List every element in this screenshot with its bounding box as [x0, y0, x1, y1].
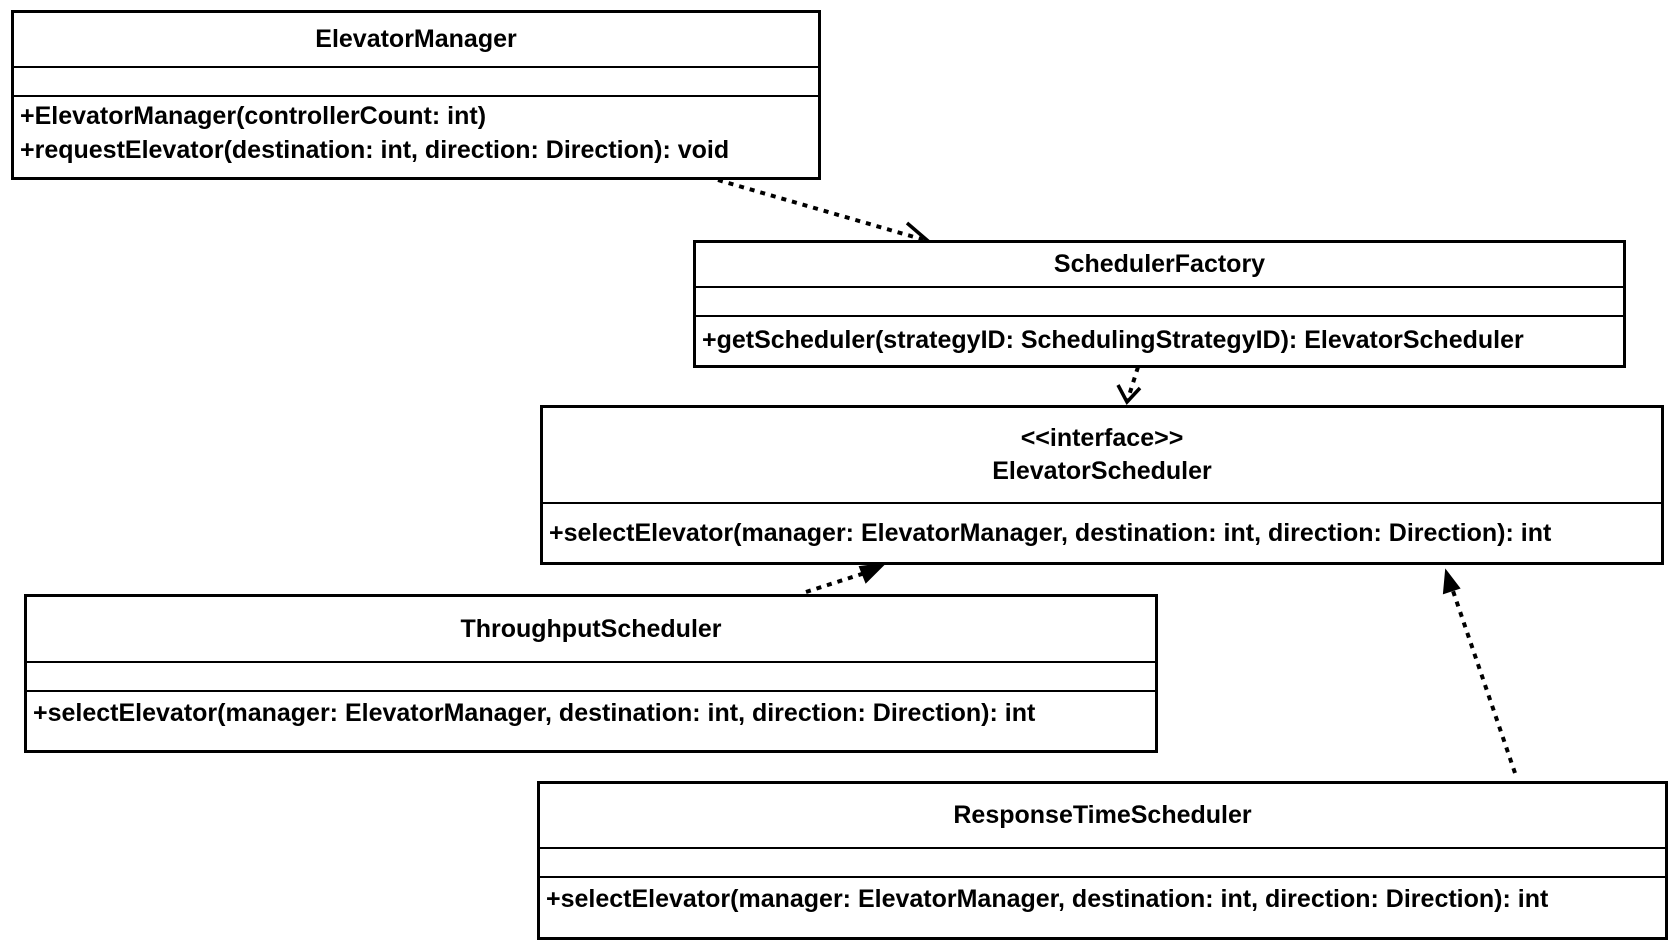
method-request-elevator: +requestElevator(destination: int, direc… — [20, 136, 730, 164]
class-throughput-scheduler[interactable]: ThroughputScheduler +selectElevator(mana… — [24, 594, 1158, 753]
methods-compartment: +selectElevator(manager: ElevatorManager… — [27, 692, 1155, 730]
open-arrowhead — [1116, 384, 1142, 405]
methods-compartment: +selectElevator(manager: ElevatorManager… — [540, 878, 1665, 916]
class-header: <<interface>> ElevatorScheduler — [543, 408, 1661, 504]
class-name: ElevatorScheduler — [992, 457, 1212, 485]
class-scheduler-factory[interactable]: SchedulerFactory +getScheduler(strategyI… — [693, 240, 1626, 368]
methods-compartment: +ElevatorManager(controllerCount: int) +… — [14, 97, 818, 167]
method-select-elevator: +selectElevator(manager: ElevatorManager… — [546, 885, 1549, 913]
class-response-time-scheduler[interactable]: ResponseTimeScheduler +selectElevator(ma… — [537, 781, 1668, 940]
class-name: SchedulerFactory — [1053, 250, 1266, 278]
attributes-compartment — [696, 286, 1623, 317]
arrowhead — [1442, 568, 1461, 595]
attributes-compartment — [14, 66, 818, 97]
method-select-elevator: +selectElevator(manager: ElevatorManager… — [549, 519, 1552, 547]
attributes-compartment — [27, 661, 1155, 692]
interface-elevator-scheduler[interactable]: <<interface>> ElevatorScheduler +selectE… — [540, 405, 1664, 565]
arrowhead — [858, 562, 887, 584]
class-header: ElevatorManager — [14, 13, 818, 66]
class-name: ElevatorManager — [315, 25, 517, 53]
methods-compartment: +selectElevator(manager: ElevatorManager… — [543, 504, 1661, 550]
method-select-elevator: +selectElevator(manager: ElevatorManager… — [33, 699, 1036, 727]
class-header: ThroughputScheduler — [27, 597, 1155, 661]
method-get-scheduler: +getScheduler(strategyID: SchedulingStra… — [702, 326, 1524, 354]
interface-stereotype: <<interface>> — [1020, 424, 1184, 452]
dependency-factory-to-scheduler — [1116, 366, 1142, 405]
class-name: ThroughputScheduler — [460, 614, 722, 643]
attributes-compartment — [540, 847, 1665, 878]
realization-throughput-to-interface — [805, 562, 887, 594]
class-header: ResponseTimeScheduler — [540, 784, 1665, 847]
class-header: SchedulerFactory — [696, 243, 1623, 286]
method-constructor: +ElevatorManager(controllerCount: int) — [20, 102, 487, 130]
class-name: ResponseTimeScheduler — [953, 801, 1252, 829]
class-elevator-manager[interactable]: ElevatorManager +ElevatorManager(control… — [11, 10, 821, 180]
realization-responsetime-to-interface — [1442, 568, 1517, 774]
methods-compartment: +getScheduler(strategyID: SchedulingStra… — [696, 317, 1623, 357]
dependency-manager-to-factory — [717, 178, 933, 247]
